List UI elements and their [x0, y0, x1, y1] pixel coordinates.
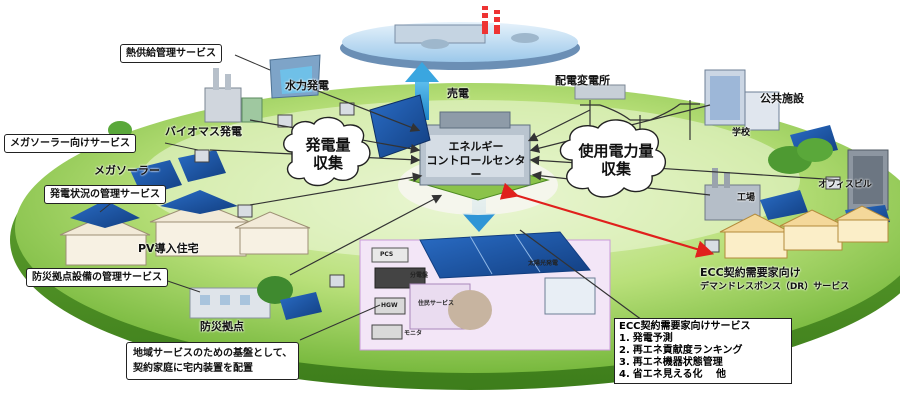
ecc-service-num: 2. — [619, 345, 630, 356]
ecc-services-box: ECC契約需要家向けサービス 1.発電予測 2.再エネ貢献度ランキング 3.再エ… — [614, 318, 792, 384]
mega-solar-label: メガソーラー — [94, 164, 160, 177]
public-facility-label: 公共施設 — [760, 92, 804, 105]
usage-collect-line-1: 使用電力量 — [578, 142, 654, 160]
ecc-service-num: 3. — [619, 357, 630, 368]
school-label: 学校 — [732, 128, 751, 138]
center-label: エネルギー コントロールセンター — [424, 140, 528, 182]
disaster-equipment-service-callout: 防災拠点設備の管理サービス — [26, 268, 168, 287]
ecc-service-text: 省エネ見える化 他 — [632, 369, 726, 380]
ecc-service-text: 再エネ貢献度ランキング — [632, 345, 743, 356]
ecc-services-title: ECC契約需要家向けサービス — [619, 321, 751, 332]
ecc-service-item: 4.省エネ見える化 他 — [619, 369, 787, 381]
office-building-label: オフィスビル — [818, 180, 872, 190]
infrastructure-callout: 地域サービスのための基盤として、 契約家庭に宅内装置を配置 — [126, 342, 300, 380]
biomass-label: バイオマス発電 — [165, 125, 242, 138]
monitor-label: モニタ — [404, 330, 423, 337]
infrastructure-line-1: 地域サービスのための基盤として、 — [133, 348, 293, 359]
usage-collect-line-2: 収集 — [600, 160, 631, 178]
substation-label: 配電変電所 — [555, 74, 610, 87]
power-plant-icon — [394, 6, 539, 49]
generation-collect-line-1: 発電量 — [305, 136, 351, 154]
generation-status-service-callout: 発電状況の管理サービス — [44, 185, 166, 204]
center-label-line-1: エネルギー — [448, 140, 504, 153]
center-label-line-2: コントロールセンター — [426, 154, 526, 181]
generation-collect-text: 発電量 収集 — [298, 136, 358, 172]
disaster-base-icon — [189, 276, 322, 320]
disaster-base-label: 防災拠点 — [200, 320, 244, 333]
usage-collect-text: 使用電力量 収集 — [566, 142, 666, 178]
hgw-label: HGW — [381, 302, 398, 309]
dr-red-arrow — [499, 182, 715, 258]
substation-base — [574, 84, 626, 100]
center-solar-panel — [369, 94, 431, 159]
dr-subtitle: デマンドレスポンス（DR）サービス — [700, 282, 850, 292]
sell-power-label: 売電 — [447, 87, 469, 100]
solar-label: 太陽光発電 — [528, 260, 559, 267]
ecc-service-item: 1.発電予測 — [619, 333, 787, 345]
resident-service-label: 住民サービス — [418, 300, 455, 307]
factory-label: 工場 — [737, 193, 756, 203]
distribution-board-label: 分電盤 — [410, 272, 429, 279]
ecc-service-num: 4. — [619, 369, 630, 380]
ecc-service-text: 再エネ機器状態管理 — [632, 357, 723, 368]
heat-supply-service-callout: 熱供給管理サービス — [120, 44, 222, 63]
generation-collect-line-2: 収集 — [312, 154, 343, 172]
pv-housing-label: PV導入住宅 — [138, 242, 199, 255]
cloud-usage-collect — [559, 119, 666, 198]
biomass-plant-icon — [204, 68, 263, 123]
home-panel-illustration — [359, 231, 611, 351]
pv-houses — [59, 190, 311, 266]
ecc-service-item: 2.再エネ貢献度ランキング — [619, 345, 787, 357]
ecc-houses — [719, 205, 891, 259]
meter-icons — [194, 102, 841, 288]
hydro-label: 水力発電 — [285, 79, 329, 92]
infrastructure-line-2: 契約家庭に宅内装置を配置 — [133, 363, 253, 374]
ecc-service-item: 3.再エネ機器状態管理 — [619, 357, 787, 369]
mega-solar-service-callout: メガソーラー向けサービス — [4, 134, 136, 153]
pcs-label: PCS — [380, 251, 394, 258]
ecc-service-text: 発電予測 — [632, 333, 673, 344]
dr-title: ECC契約需要家向け — [700, 266, 801, 279]
cloud-generation-collect — [283, 116, 371, 187]
ecc-service-num: 1. — [619, 333, 630, 344]
